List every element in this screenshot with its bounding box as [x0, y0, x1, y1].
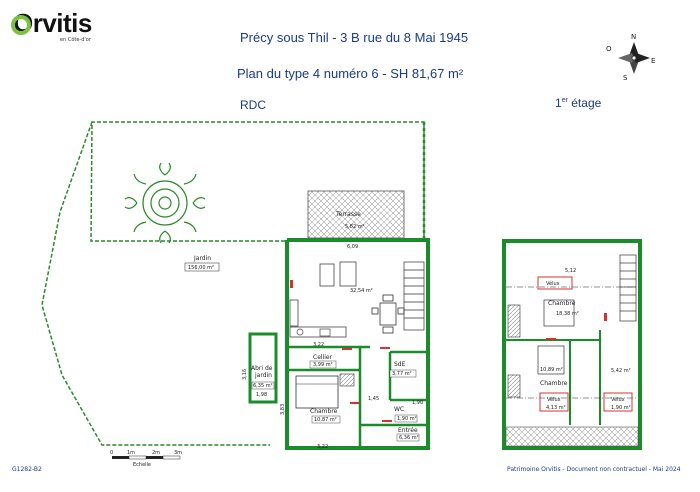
staircase-first — [619, 254, 637, 322]
area-velux-bl: 4,13 m² — [546, 405, 566, 411]
area-terrasse: 5,82 m² — [345, 224, 365, 230]
bed-icon-second — [537, 345, 565, 375]
red-markers — [290, 280, 607, 422]
area-chambre-2: 10,89 m² — [540, 367, 563, 373]
room-label-sde: SdE — [394, 361, 406, 368]
scale-bar: 0 1m 2m 3m Echelle — [110, 450, 182, 468]
room-label-cellier: Cellier — [313, 354, 333, 361]
level-label-first: 1er étage — [555, 96, 602, 110]
velux-bottom-right — [603, 392, 633, 412]
area-cellier: 3,99 m² — [313, 362, 333, 368]
area-velux-br: 1,90 m² — [611, 405, 631, 411]
hob-icon — [319, 328, 331, 337]
label-velux-bl: Vélux — [547, 396, 561, 403]
room-label-entree: Entrée — [398, 427, 418, 434]
room-label-chambre-1: Chambre — [548, 300, 576, 307]
bedroom-wardrobe — [339, 373, 355, 387]
compass-e: E — [651, 57, 655, 65]
label-velux-top: Vélux — [546, 280, 560, 287]
garden-area — [41, 121, 426, 446]
level-label-ground: RDC — [240, 98, 266, 112]
bed-icon — [295, 375, 339, 409]
velux-top — [537, 276, 573, 290]
bed-icon-first — [543, 299, 575, 327]
tree-icon — [124, 162, 206, 244]
logo-ring-icon — [11, 15, 31, 35]
dim-3-83: 3,83 — [280, 404, 286, 415]
compass-s: S — [623, 74, 628, 82]
dining-table — [371, 294, 405, 334]
room-label-terrasse: Terrasse — [335, 211, 361, 218]
cupboard — [289, 299, 299, 327]
dim-3-22-b: 3,22 — [317, 444, 328, 450]
dim-3-16: 3,16 — [242, 369, 248, 380]
area-wc: 1,90 m² — [397, 416, 417, 422]
area-jardin: 156,00 m² — [188, 265, 214, 271]
area-tag-sde — [389, 369, 417, 378]
ground-floor-partitions — [287, 345, 428, 448]
storage-unit — [339, 261, 357, 287]
fridge — [319, 263, 335, 287]
dim-3-22-a: 3,22 — [313, 342, 324, 348]
dim-6-09: 6,09 — [347, 244, 358, 250]
dim-5-12: 5,12 — [565, 268, 576, 274]
dim-1-45: 1,45 — [368, 396, 379, 402]
room-label-jardin: Jardin — [193, 255, 211, 262]
first-floor-walls — [502, 239, 642, 450]
scale-label: Echelle — [133, 462, 151, 468]
area-tag-jardin — [184, 262, 220, 272]
roof-slope-area — [505, 426, 639, 447]
compass-icon: N S E O — [606, 33, 655, 82]
velux-bottom-left — [539, 392, 569, 412]
scale-2: 2m — [152, 450, 160, 456]
label-velux-br: Vélux — [611, 396, 625, 403]
area-tag-cellier — [309, 360, 337, 369]
area-entree: 6,36 m² — [399, 435, 419, 441]
kitchen-counter — [289, 326, 347, 338]
area-small-room: 5,42 m² — [611, 368, 631, 374]
staircase — [403, 261, 425, 331]
area-sde: 3,77 m² — [392, 371, 412, 377]
dim-1-90: 1,90 — [412, 400, 423, 406]
sink-icon — [296, 328, 304, 336]
scale-1: 1m — [127, 450, 135, 456]
compass-o: O — [606, 45, 612, 53]
document-reference: G1282-B2 — [12, 466, 42, 473]
area-chambre: 10,87 m² — [314, 417, 337, 423]
area-tag-chambre — [311, 415, 341, 424]
area-chambre-1: 18,38 m² — [556, 311, 579, 317]
room-label-chambre: Chambre — [310, 408, 338, 415]
terrace-area — [307, 190, 405, 239]
garden-shed — [248, 332, 278, 404]
document-disclaimer: Patrimoine Orvitis - Document non contra… — [507, 466, 681, 473]
area-tag-abri — [251, 381, 275, 390]
area-tag-wc — [394, 414, 418, 423]
ground-floor-walls — [285, 238, 430, 450]
room-label-abri-1: Abri de — [251, 365, 273, 372]
wardrobe-second — [507, 374, 521, 398]
logo-subtitle: en Côte-d'or — [60, 37, 91, 43]
area-abri: 6,35 m² — [253, 383, 273, 389]
wardrobe-first — [507, 304, 521, 338]
room-label-wc: WC — [394, 406, 404, 413]
plan-subtitle: Plan du type 4 numéro 6 - SH 81,67 m² — [237, 66, 464, 81]
compass-n: N — [631, 33, 636, 41]
dim-1-98: 1,98 — [256, 392, 267, 398]
plan-title: Précy sous Thil - 3 B rue du 8 Mai 1945 — [240, 30, 469, 45]
scale-3: 3m — [174, 450, 182, 456]
area-tag-entree — [396, 433, 420, 442]
scale-0: 0 — [110, 450, 113, 456]
area-sejour: 32,54 m² — [350, 288, 373, 294]
room-label-abri-2: jardin — [254, 372, 272, 379]
room-label-chambre-2: Chambre — [540, 380, 568, 387]
